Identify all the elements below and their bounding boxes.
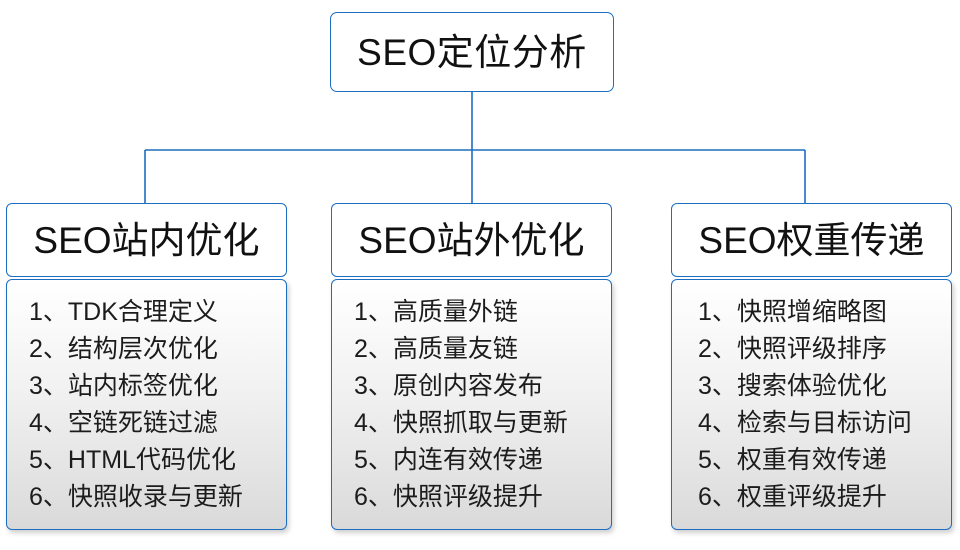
list-item: 4、 检索与目标访问: [698, 405, 951, 442]
branch-header-title: SEO站外优化: [358, 219, 585, 261]
list-item: 3、 站内标签优化: [29, 368, 286, 405]
list-item: 5、 HTML代码优化: [29, 442, 286, 479]
list-item-label: 高质量友链: [392, 335, 518, 363]
branch-column-weight-transfer: SEO权重传递 1、 快照增缩略图 2、 快照评级排序 3、 搜索体验优化 4、: [671, 203, 952, 530]
list-item-index: 5、: [29, 446, 68, 474]
list-item-index: 4、: [354, 409, 393, 437]
list-item-index: 4、: [698, 409, 737, 437]
list-item: 3、 原创内容发布: [354, 368, 611, 405]
root-node-seo-positioning[interactable]: SEO定位分析: [330, 12, 614, 92]
list-item-index: 6、: [29, 483, 68, 511]
list-item-label: 原创内容发布: [392, 372, 543, 400]
list-item-index: 5、: [354, 446, 393, 474]
list-item-index: 2、: [29, 335, 68, 363]
list-item-index: 2、: [698, 335, 737, 363]
list-item: 1、 快照增缩略图: [698, 294, 951, 331]
list-item-label: 搜索体验优化: [736, 372, 887, 400]
list-item-index: 1、: [354, 298, 393, 326]
list-item-label: TDK合理定义: [67, 298, 218, 326]
list-item-label: 空链死链过滤: [67, 409, 218, 437]
list-item-label: 结构层次优化: [67, 335, 218, 363]
list-item-label: 快照评级提升: [392, 483, 543, 511]
list-item: 6、 快照收录与更新: [29, 479, 286, 516]
list-item-index: 1、: [29, 298, 68, 326]
branch-header-offsite[interactable]: SEO站外优化: [331, 203, 612, 277]
list-item: 4、 快照抓取与更新: [354, 405, 611, 442]
list-item: 6、 快照评级提升: [354, 479, 611, 516]
list-item-index: 1、: [698, 298, 737, 326]
list-item-index: 5、: [698, 446, 737, 474]
list-item-index: 3、: [698, 372, 737, 400]
list-item: 2、 结构层次优化: [29, 331, 286, 368]
branch-item-list: 1、 快照增缩略图 2、 快照评级排序 3、 搜索体验优化 4、 检索与目标访问…: [672, 294, 951, 516]
list-item: 1、 高质量外链: [354, 294, 611, 331]
branch-item-list: 1、 高质量外链 2、 高质量友链 3、 原创内容发布 4、 快照抓取与更新 5…: [332, 294, 611, 516]
list-item: 4、 空链死链过滤: [29, 405, 286, 442]
list-item: 1、 TDK合理定义: [29, 294, 286, 331]
branch-header-title: SEO站内优化: [33, 219, 260, 261]
list-item-index: 4、: [29, 409, 68, 437]
root-node-title: SEO定位分析: [357, 31, 587, 73]
list-item-label: 站内标签优化: [67, 372, 218, 400]
list-item-label: 快照评级排序: [736, 335, 887, 363]
list-item-label: 检索与目标访问: [736, 409, 912, 437]
list-item: 5、 权重有效传递: [698, 442, 951, 479]
branch-column-offsite: SEO站外优化 1、 高质量外链 2、 高质量友链 3、 原创内容发布 4、 快: [331, 203, 612, 530]
list-item-label: 快照收录与更新: [67, 483, 243, 511]
list-item-label: HTML代码优化: [67, 446, 236, 474]
branch-header-weight-transfer[interactable]: SEO权重传递: [671, 203, 952, 277]
branch-column-onsite: SEO站内优化 1、 TDK合理定义 2、 结构层次优化 3、 站内标签优化 4…: [6, 203, 287, 530]
list-item: 2、 高质量友链: [354, 331, 611, 368]
list-item-index: 2、: [354, 335, 393, 363]
list-item-index: 3、: [354, 372, 393, 400]
list-item-label: 权重有效传递: [736, 446, 887, 474]
list-item-index: 6、: [354, 483, 393, 511]
list-item-label: 快照抓取与更新: [392, 409, 568, 437]
list-item-label: 权重评级提升: [736, 483, 887, 511]
list-item: 6、 权重评级提升: [698, 479, 951, 516]
branch-header-onsite[interactable]: SEO站内优化: [6, 203, 287, 277]
list-item-label: 快照增缩略图: [736, 298, 887, 326]
branch-body-offsite: 1、 高质量外链 2、 高质量友链 3、 原创内容发布 4、 快照抓取与更新 5…: [331, 279, 612, 530]
list-item-label: 高质量外链: [392, 298, 518, 326]
branch-body-onsite: 1、 TDK合理定义 2、 结构层次优化 3、 站内标签优化 4、 空链死链过滤…: [6, 279, 287, 530]
branch-header-title: SEO权重传递: [698, 219, 925, 261]
list-item: 2、 快照评级排序: [698, 331, 951, 368]
list-item: 5、 内连有效传递: [354, 442, 611, 479]
list-item-index: 6、: [698, 483, 737, 511]
list-item: 3、 搜索体验优化: [698, 368, 951, 405]
list-item-index: 3、: [29, 372, 68, 400]
list-item-label: 内连有效传递: [392, 446, 543, 474]
branch-item-list: 1、 TDK合理定义 2、 结构层次优化 3、 站内标签优化 4、 空链死链过滤…: [7, 294, 286, 516]
branch-body-weight-transfer: 1、 快照增缩略图 2、 快照评级排序 3、 搜索体验优化 4、 检索与目标访问…: [671, 279, 952, 530]
